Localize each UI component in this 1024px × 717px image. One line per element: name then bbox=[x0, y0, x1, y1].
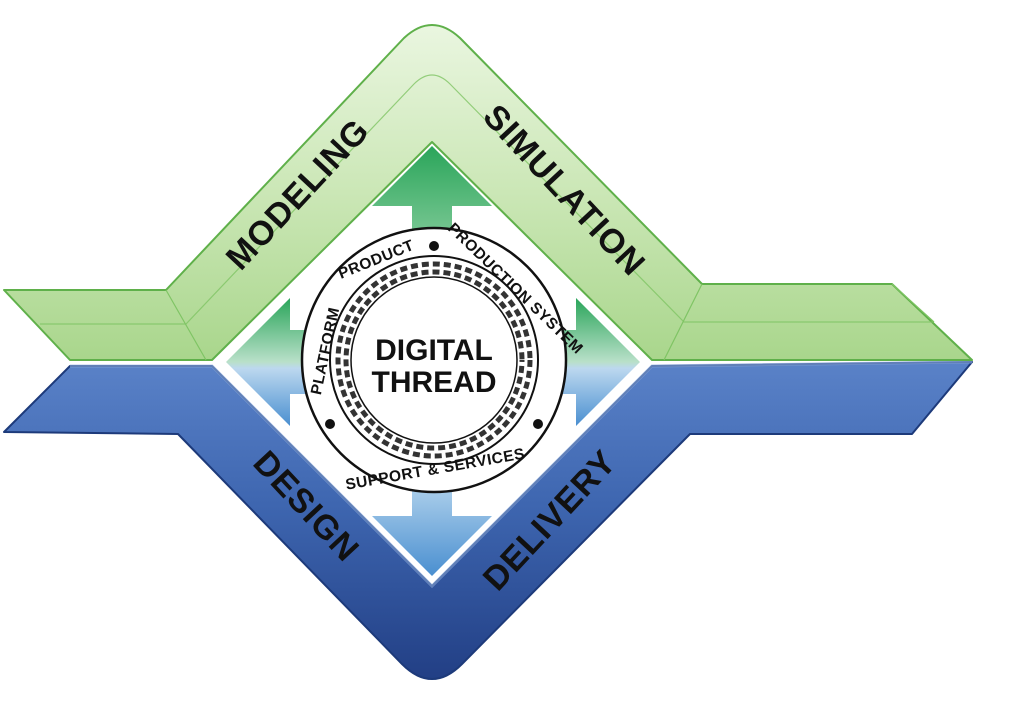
ring-dot-top bbox=[429, 241, 439, 251]
arrows bbox=[226, 146, 640, 576]
center-title-line1: DIGITAL bbox=[375, 334, 493, 367]
center-title-line2: THREAD bbox=[372, 366, 497, 399]
ring-dot-left bbox=[325, 419, 335, 429]
arrow-left bbox=[226, 298, 320, 426]
central-ring bbox=[300, 226, 568, 494]
blue-band bbox=[3, 360, 973, 680]
green-band bbox=[3, 24, 973, 361]
arrow-down bbox=[372, 460, 492, 576]
arrow-right bbox=[546, 298, 640, 426]
arrow-up bbox=[372, 146, 492, 262]
ring-dot-right bbox=[533, 419, 543, 429]
